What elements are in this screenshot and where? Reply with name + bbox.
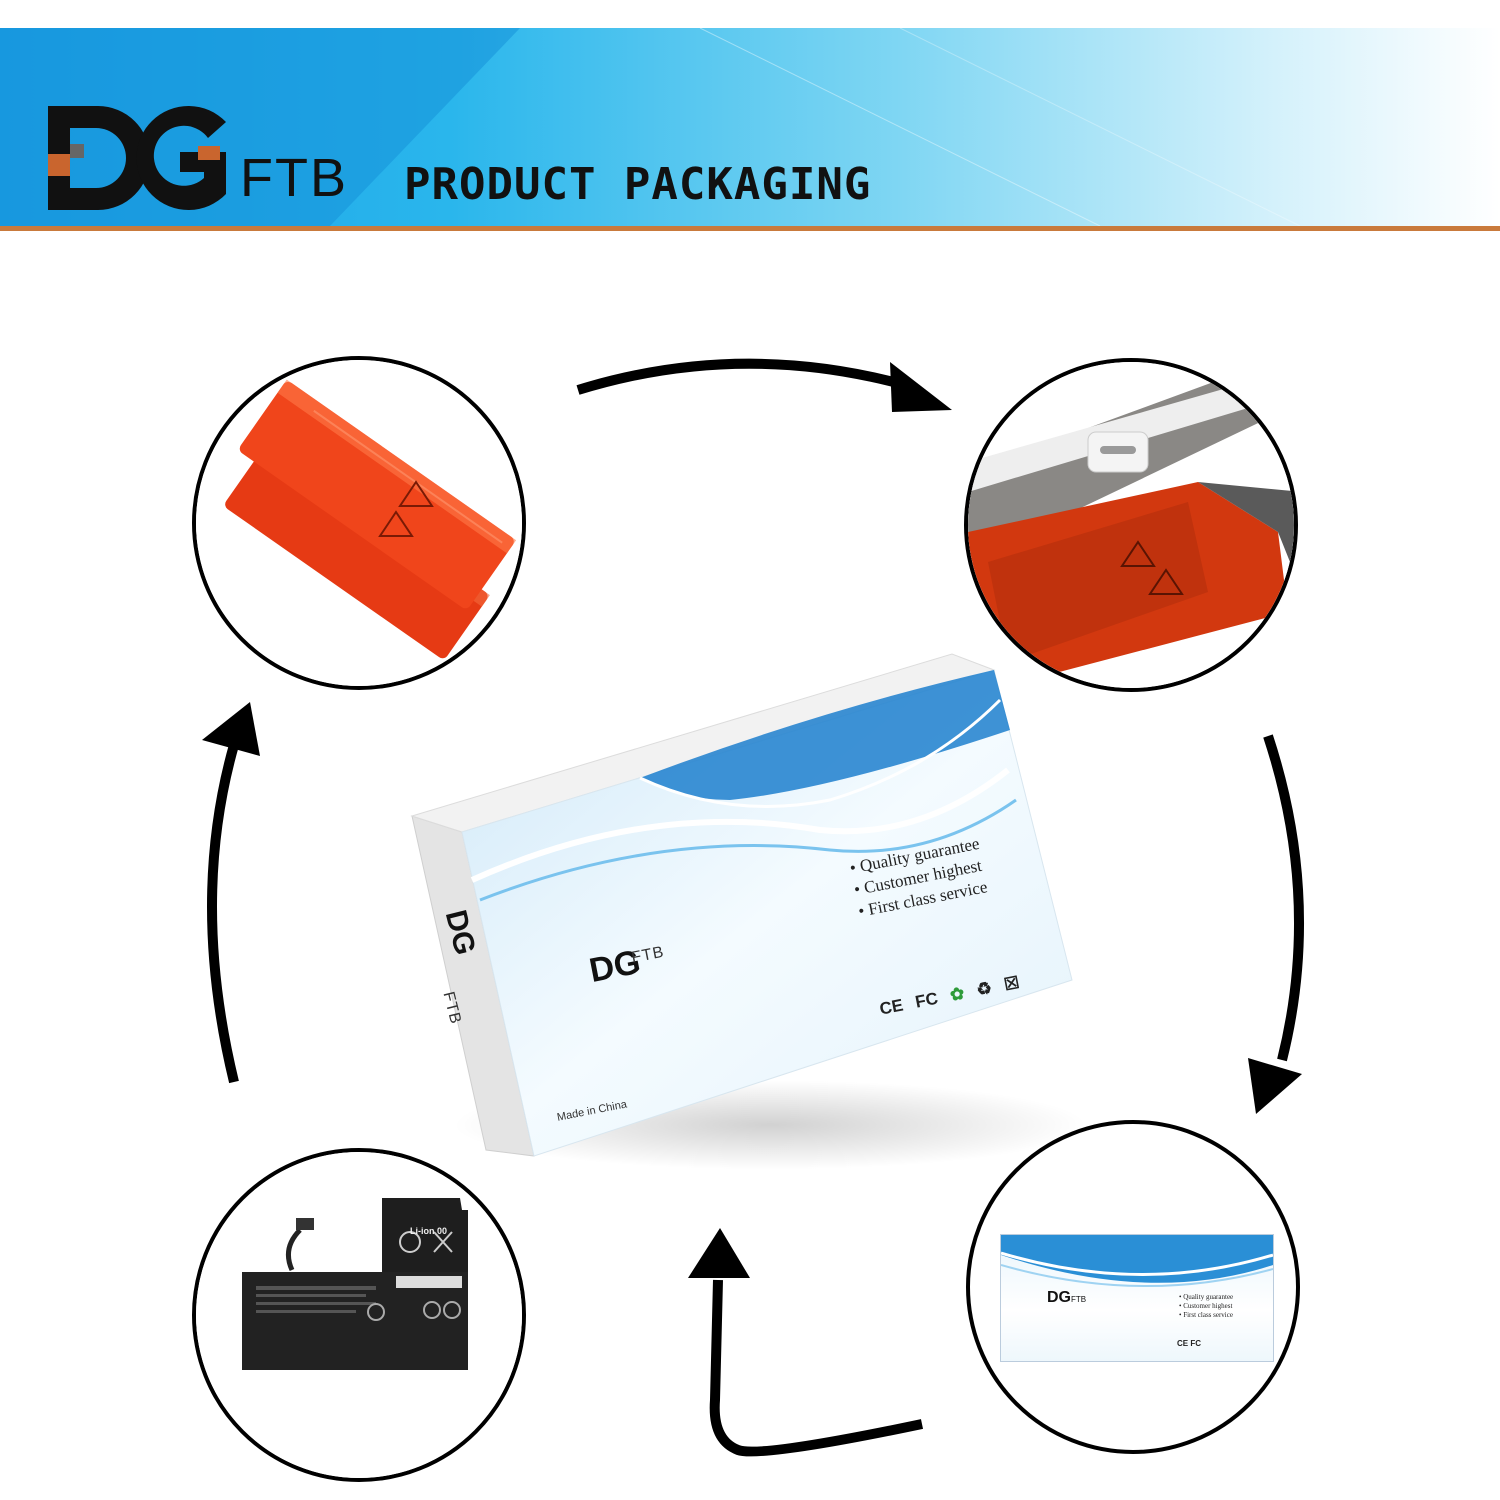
step-closed-retail-box: DGFTB Quality guarantee Customer highest… [966, 1120, 1300, 1454]
fcc-mark-icon: FC [913, 988, 940, 1012]
mini-box: DGFTB Quality guarantee Customer highest… [1000, 1234, 1274, 1362]
step-foam-lined-box [964, 358, 1298, 692]
dgftb-logo [48, 106, 226, 210]
foam-box-illustration [968, 362, 1294, 688]
weee-bin-icon: ☒ [1002, 972, 1022, 995]
red-bags-illustration [196, 360, 522, 686]
product-box: DG DG [410, 653, 1073, 1157]
page-title: PRODUCT PACKAGING [404, 159, 872, 210]
battery-illustration [196, 1152, 522, 1478]
recycle-icon: ♻ [974, 978, 994, 1000]
header-banner: FTB PRODUCT PACKAGING [0, 28, 1500, 231]
mini-box-certifications: CE FC [1177, 1339, 1202, 1348]
mini-box-logo: DGFTB [1047, 1289, 1087, 1306]
ce-mark-icon: CE [878, 995, 905, 1019]
arrow-right [1248, 734, 1305, 1114]
step-battery-unit: Li-ion 00 [192, 1148, 526, 1482]
mini-box-waves [1001, 1235, 1273, 1288]
step-red-antistatic-bags [192, 356, 526, 690]
battery-chemistry-label: Li-ion 00 [410, 1226, 448, 1236]
arrow-left [202, 702, 260, 1084]
battery-icon [399, 1231, 453, 1253]
recycle-ldpe-icon [1120, 540, 1184, 595]
arrow-bottom [688, 1228, 924, 1457]
recycle-ldpe-icon [378, 480, 434, 537]
rohs-leaf-icon: ✿ [948, 983, 967, 1005]
arrow-top [576, 358, 952, 412]
brand-ftb-text: FTB [240, 148, 348, 208]
mini-box-bullets: Quality guarantee Customer highest First… [1179, 1293, 1233, 1320]
